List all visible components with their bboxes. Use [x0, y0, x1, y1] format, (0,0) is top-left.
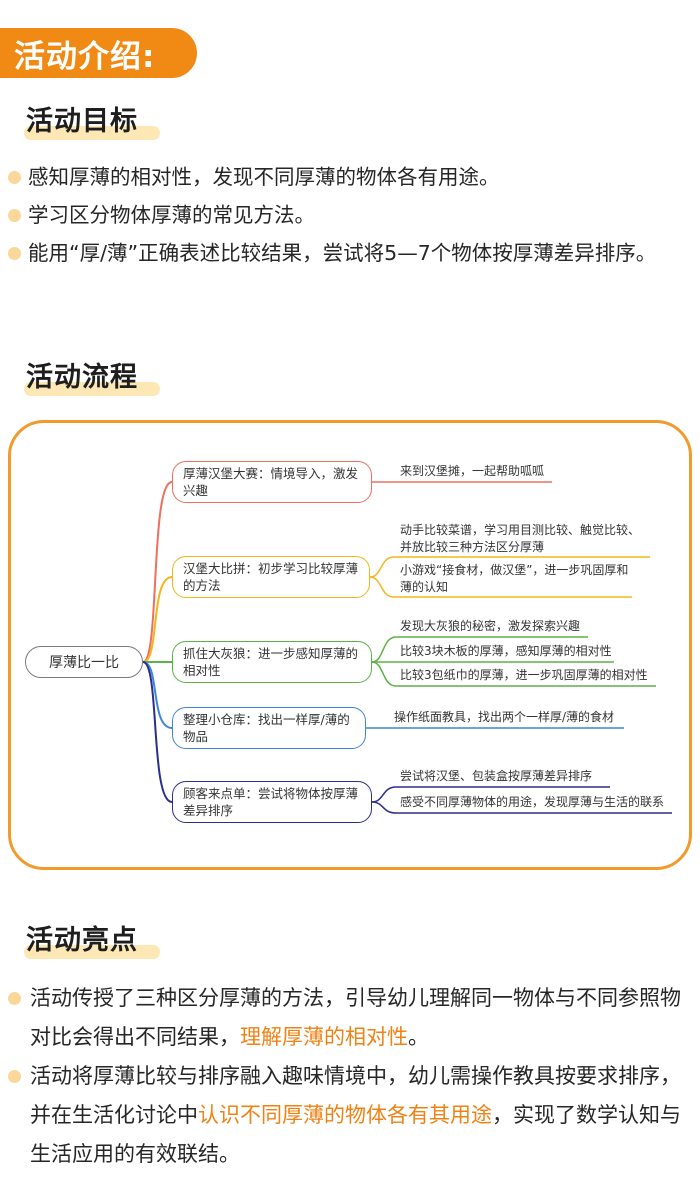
connector-4 [142, 661, 173, 729]
leaf-text: 发现大灰狼的秘密，激发探索兴趣 [400, 619, 581, 633]
leaf-text: 操作纸面教具，找出两个一样厚/薄的食材 [394, 710, 615, 724]
highlight-emphasis: 理解厚薄的相对性 [240, 1025, 408, 1049]
heading-highlight [24, 945, 160, 959]
bullet-dot-icon [8, 247, 21, 260]
leaf-text: 比较3块木板的厚薄，感知厚薄的相对性 [400, 644, 612, 658]
bullet-dot-icon [8, 992, 21, 1005]
highlights-title: 活动亮点 [26, 925, 138, 956]
process-heading: 活动流程 [24, 358, 160, 398]
mindmap-frame [8, 420, 692, 870]
leaf-text: 动手比较菜谱，学习用目测比较、触觉比较、并放比较三种方法区分厚薄 [400, 523, 641, 554]
bullet-dot-icon [8, 1070, 21, 1083]
bullet-dot-icon [8, 171, 21, 184]
leaf-text: 小游戏“接食材，做汉堡”，进一步巩固厚和薄的认知 [400, 563, 629, 594]
branch-node-5: 顾客来点单：尝试将物体按厚薄差异排序 [172, 781, 372, 823]
connector-1 [142, 481, 173, 663]
leaf-text: 尝试将汉堡、包装盒按厚薄差异排序 [400, 769, 593, 783]
goal-text: 学习区分物体厚薄的常见方法。 [28, 203, 315, 227]
leaf-text: 比较3包纸巾的厚薄，进一步巩固厚薄的相对性 [400, 668, 648, 682]
goal-item: 学习区分物体厚薄的常见方法。 [6, 196, 696, 234]
highlight-text: ，实现了数学认知与生活应用的有效联结。 [30, 1103, 681, 1166]
leaf-line [369, 556, 650, 578]
intro-tag: 活动介绍: [0, 28, 197, 78]
goal-text: 能用“厚/薄”正确表述比较结果，尝试将5—7个物体按厚薄差异排序。 [28, 241, 657, 265]
highlights-heading: 活动亮点 [24, 921, 160, 961]
heading-highlight [24, 126, 160, 140]
leaf-line [369, 576, 632, 598]
highlight-text: 活动传授了三种区分厚薄的方法，引导幼儿理解同一物体与不同参照物对比会得出不同结果… [30, 986, 681, 1049]
branch-node-1: 厚薄汉堡大赛：情境导入，激发兴趣 [172, 461, 372, 503]
goal-text: 感知厚薄的相对性，发现不同厚薄的物体各有用途。 [28, 165, 500, 189]
goals-title: 活动目标 [26, 106, 138, 137]
highlight-item: 活动将厚薄比较与排序融入趣味情境中，幼儿需操作教具按要求排序，并在生活化讨论中认… [6, 1057, 696, 1174]
highlights-list: 活动传授了三种区分厚薄的方法，引导幼儿理解同一物体与不同参照物对比会得出不同结果… [6, 979, 696, 1174]
mindmap-root: 厚薄比一比 [25, 646, 143, 678]
goals-list: 感知厚薄的相对性，发现不同厚薄的物体各有用途。 学习区分物体厚薄的常见方法。 能… [6, 158, 696, 272]
leaf-line [371, 661, 656, 687]
connector-5 [142, 661, 173, 803]
heading-highlight [24, 382, 160, 396]
intro-label: 活动介绍: [14, 38, 156, 75]
bullet-dot-icon [8, 209, 21, 222]
leaf-text: 感受不同厚薄物体的用途，发现厚薄与生活的联系 [400, 795, 665, 809]
leaf-text: 来到汉堡摊，一起帮助呱呱 [400, 464, 545, 478]
branch-node-4: 整理小仓库：找出一样厚/薄的物品 [172, 707, 366, 749]
goal-item: 能用“厚/薄”正确表述比较结果，尝试将5—7个物体按厚薄差异排序。 [6, 234, 696, 272]
goal-item: 感知厚薄的相对性，发现不同厚薄的物体各有用途。 [6, 158, 696, 196]
highlight-item: 活动传授了三种区分厚薄的方法，引导幼儿理解同一物体与不同参照物对比会得出不同结果… [6, 979, 696, 1057]
connector-2 [142, 576, 173, 663]
highlight-text: 活动将厚薄比较与排序融入趣味情境中，幼儿需操作教具按要求排序，并在生活化讨论中 [30, 1064, 681, 1127]
goals-heading: 活动目标 [24, 102, 160, 142]
leaf-line [371, 636, 588, 663]
process-title: 活动流程 [26, 362, 138, 393]
leaf-line [371, 801, 672, 814]
branch-node-2: 汉堡大比拼：初步学习比较厚薄的方法 [172, 556, 370, 598]
branch-node-3: 抓住大灰狼：进一步感知厚薄的相对性 [172, 641, 372, 683]
highlight-text: 。 [408, 1025, 429, 1049]
highlight-emphasis: 认识不同厚薄的物体各有其用途 [198, 1103, 492, 1127]
leaf-line [371, 786, 610, 803]
